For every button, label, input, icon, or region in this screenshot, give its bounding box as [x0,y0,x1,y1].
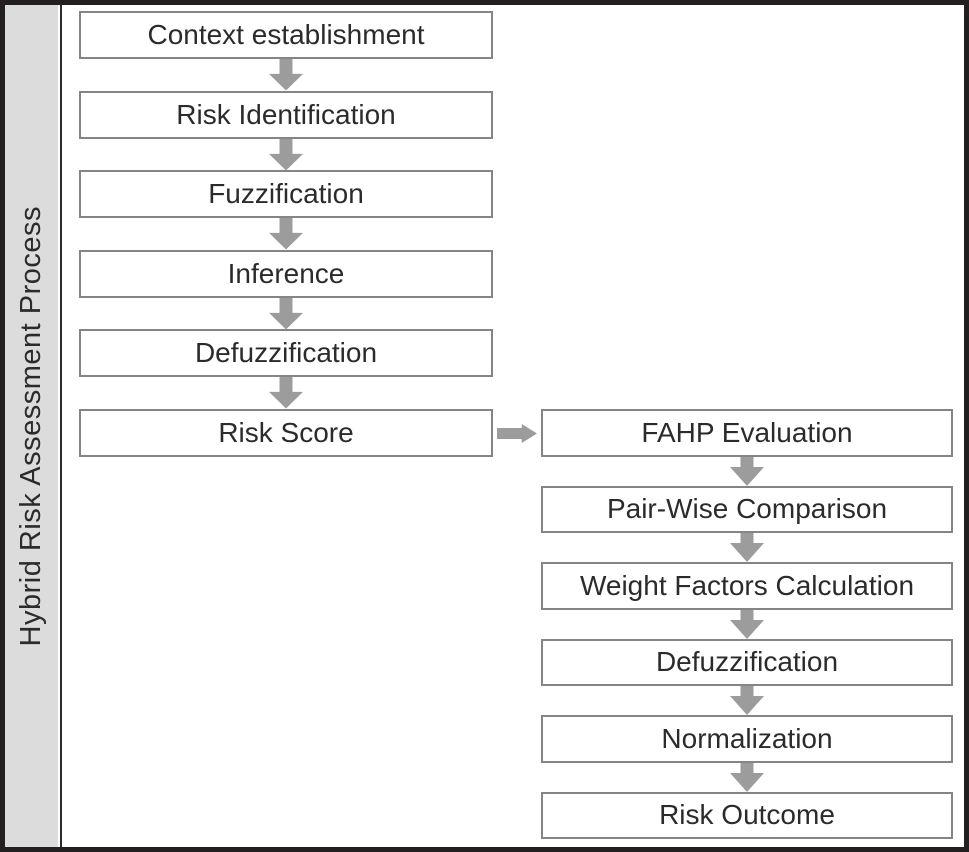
step-inference: Inference [79,249,493,298]
arrow-down-icon [730,533,764,562]
arrow-down-icon [269,59,303,91]
fahp-process-column: FAHP Evaluation Pair-Wise Comparison Wei… [541,409,953,839]
step-pair-wise-comparison: Pair-Wise Comparison [541,485,953,533]
sidebar-title: Hybrid Risk Assessment Process [15,205,47,647]
step-normalization: Normalization [541,715,953,763]
step-defuzzification-fahp: Defuzzification [541,638,953,686]
arrow-down-icon [269,297,303,329]
step-risk-identification: Risk Identification [79,90,493,139]
sidebar-divider [59,5,62,847]
fuzzy-process-column: Context establishment Risk Identificatio… [79,11,493,457]
arrow-down-icon [269,218,303,250]
diagram-sidebar: Hybrid Risk Assessment Process [5,5,58,847]
step-risk-score: Risk Score [79,408,493,457]
arrow-right-icon [497,424,537,443]
step-context-establishment: Context establishment [79,11,493,59]
step-fahp-evaluation: FAHP Evaluation [541,409,953,457]
arrow-down-icon [730,456,764,486]
arrow-down-icon [730,686,764,715]
step-risk-outcome: Risk Outcome [541,791,953,839]
step-fuzzification: Fuzzification [79,170,493,218]
arrow-down-icon [269,377,303,409]
arrow-down-icon [730,762,764,792]
step-defuzzification: Defuzzification [79,329,493,377]
arrow-down-icon [269,138,303,170]
arrow-down-icon [730,609,764,639]
step-weight-factors-calculation: Weight Factors Calculation [541,562,953,610]
